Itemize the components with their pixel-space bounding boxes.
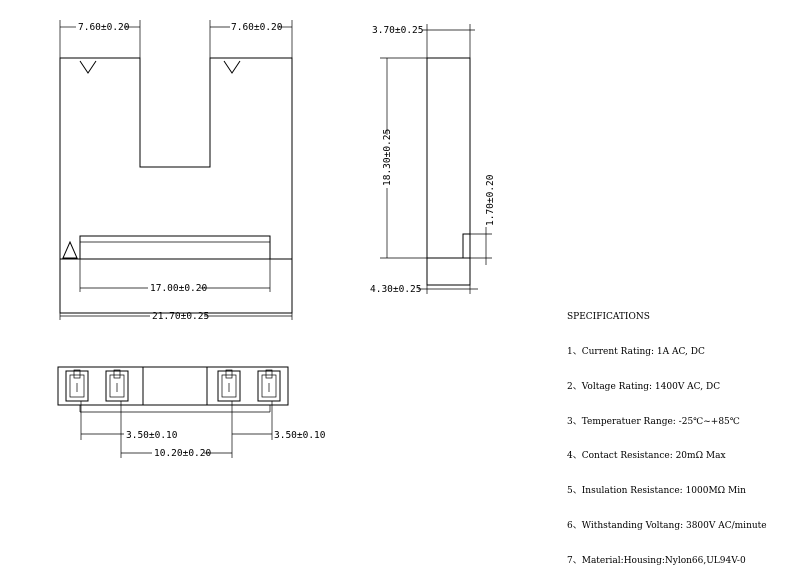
contact [217, 369, 241, 402]
dim-overall-width: 21.70±0.25 [152, 311, 209, 322]
dim-side-thickness: 3.70±0.25 [372, 25, 423, 36]
dim-top-right-width: 7.60±0.20 [231, 22, 283, 33]
dim-top-left-width: 7.60±0.20 [78, 22, 130, 33]
left-marker [79, 60, 97, 74]
contact [257, 369, 281, 402]
dim-contact-pitch-right: 3.50±0.10 [274, 430, 326, 441]
contact [65, 369, 89, 402]
side-view: 3.70±0.25 18.30±0.25 1.70±0.20 4.30±0.25 [370, 24, 496, 295]
dim-side-step: 1.70±0.20 [485, 174, 496, 226]
dim-side-base: 4.30±0.25 [370, 284, 421, 295]
pin1-marker [62, 240, 78, 259]
spec-item: 3、Temperatuer Range: -25℃~+85℃ [567, 416, 740, 427]
spec-item: 2、Voltage Rating: 1400V AC, DC [567, 381, 721, 392]
bottom-view: 3.50±0.10 3.50±0.10 10.20±0.20 [57, 366, 326, 459]
terminal-bar [79, 235, 271, 260]
dim-contact-pitch-left: 3.50±0.10 [126, 430, 178, 441]
spec-item: 4、Contact Resistance: 20mΩ Max [567, 451, 726, 462]
right-marker [223, 60, 241, 74]
technical-drawing: 7.60±0.20 7.60±0.20 17.00±0.20 21.70±0.2… [57, 20, 496, 459]
spec-item: 7、Material:Housing:Nylon66,UL94V-0 [567, 555, 746, 566]
dim-pin-span: 17.00±0.20 [150, 283, 207, 294]
side-outline [426, 57, 471, 286]
spec-item: 1、Current Rating: 1A AC, DC [567, 346, 705, 357]
front-outline [59, 57, 293, 314]
front-view: 7.60±0.20 7.60±0.20 17.00±0.20 21.70±0.2… [59, 20, 293, 322]
bottom-outline [57, 366, 289, 406]
contact [105, 369, 129, 402]
specifications-block: SPECIFICATIONS 1、Current Rating: 1A AC, … [567, 289, 767, 579]
spec-item: 6、Withstanding Voltang: 3800V AC/minute [567, 520, 767, 531]
specifications-title: SPECIFICATIONS [567, 312, 650, 323]
side-step [462, 233, 471, 259]
dim-side-height: 18.30±0.25 [382, 129, 393, 186]
dim-contact-span: 10.20±0.20 [154, 448, 211, 459]
spec-item: 5、Insulation Resistance: 1000MΩ Min [567, 486, 746, 497]
